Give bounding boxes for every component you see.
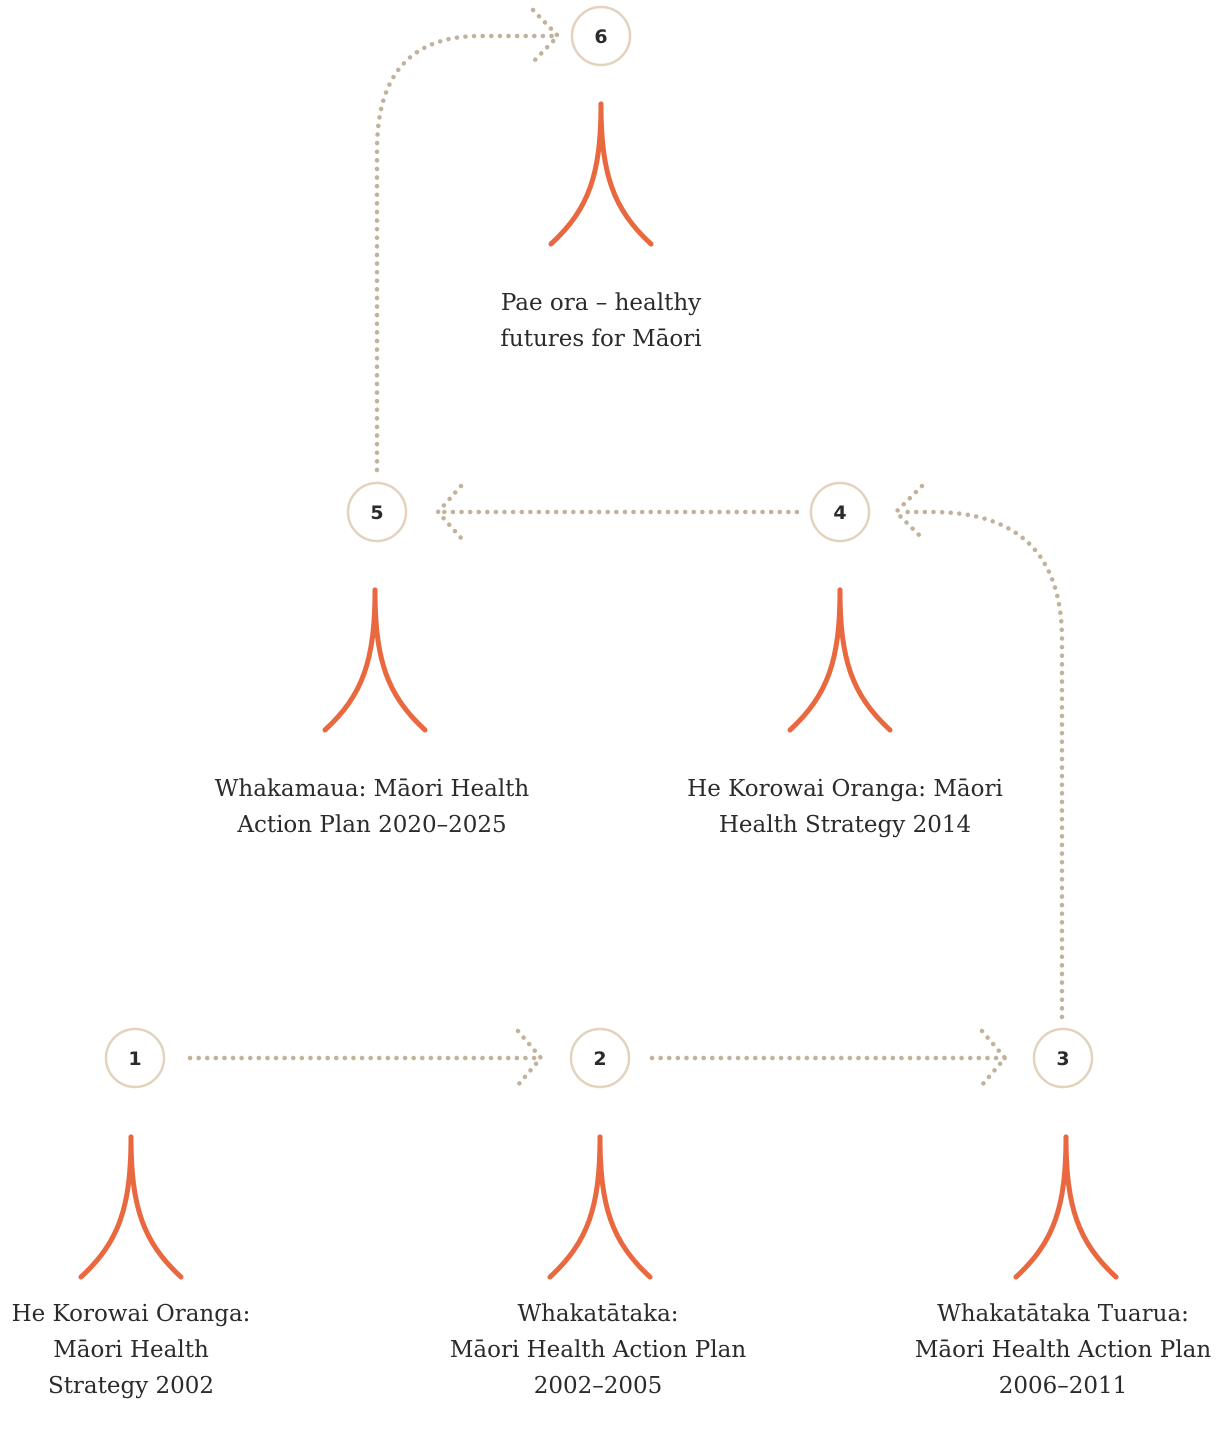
node-1: 1 xyxy=(104,1027,166,1089)
node-3: 3 xyxy=(1032,1027,1094,1089)
caption-line: He Korowai Oranga: xyxy=(11,1301,251,1327)
caption-line: Māori Health xyxy=(53,1337,209,1363)
caption-line: 2006–2011 xyxy=(998,1373,1128,1399)
koru-icon xyxy=(78,1134,184,1280)
svg-text:5: 5 xyxy=(370,502,383,524)
caption-node-1: He Korowai Oranga: Māori Health Strategy… xyxy=(0,1296,311,1404)
caption-line: He Korowai Oranga: Māori xyxy=(687,776,1003,802)
caption-line: Māori Health Action Plan xyxy=(449,1337,747,1363)
koru-icon xyxy=(548,101,654,247)
node-5: 5 xyxy=(346,481,408,543)
koru-icon xyxy=(322,587,428,733)
svg-text:4: 4 xyxy=(833,502,846,524)
koru-icon xyxy=(547,1134,653,1280)
caption-node-6: Pae ora – healthy futures for Māori xyxy=(421,285,781,357)
connector-1-to-2 xyxy=(187,1028,544,1088)
node-2: 2 xyxy=(569,1027,631,1089)
koru-icon xyxy=(1013,1134,1119,1280)
caption-line: Pae ora – healthy xyxy=(500,290,702,316)
node-6: 6 xyxy=(570,5,632,67)
svg-text:1: 1 xyxy=(128,1048,141,1070)
caption-node-4: He Korowai Oranga: Māori Health Strategy… xyxy=(665,771,1025,843)
caption-line: Whakatātaka Tuarua: xyxy=(937,1301,1189,1327)
caption-line: 2002–2005 xyxy=(533,1373,663,1399)
connector-3-to-4 xyxy=(892,483,1065,1020)
koru-icon xyxy=(787,587,893,733)
caption-node-5: Whakamaua: Māori Health Action Plan 2020… xyxy=(192,771,552,843)
connector-2-to-3 xyxy=(649,1028,1008,1088)
svg-text:3: 3 xyxy=(1056,1048,1069,1070)
caption-line: Whakamaua: Māori Health xyxy=(214,776,530,802)
caption-node-2: Whakatātaka: Māori Health Action Plan 20… xyxy=(418,1296,778,1404)
connector-4-to-5 xyxy=(434,483,800,541)
connector-5-to-6 xyxy=(374,7,562,473)
node-4: 4 xyxy=(809,481,871,543)
caption-line: futures for Māori xyxy=(500,326,702,352)
caption-line: Whakatātaka: xyxy=(517,1301,679,1327)
caption-line: Health Strategy 2014 xyxy=(718,812,972,838)
caption-line: Action Plan 2020–2025 xyxy=(237,812,507,838)
caption-line: Strategy 2002 xyxy=(47,1373,215,1399)
caption-line: Māori Health Action Plan xyxy=(914,1337,1212,1363)
svg-text:6: 6 xyxy=(594,26,607,48)
svg-text:2: 2 xyxy=(593,1048,606,1070)
caption-node-3: Whakatātaka Tuarua: Māori Health Action … xyxy=(883,1296,1231,1404)
